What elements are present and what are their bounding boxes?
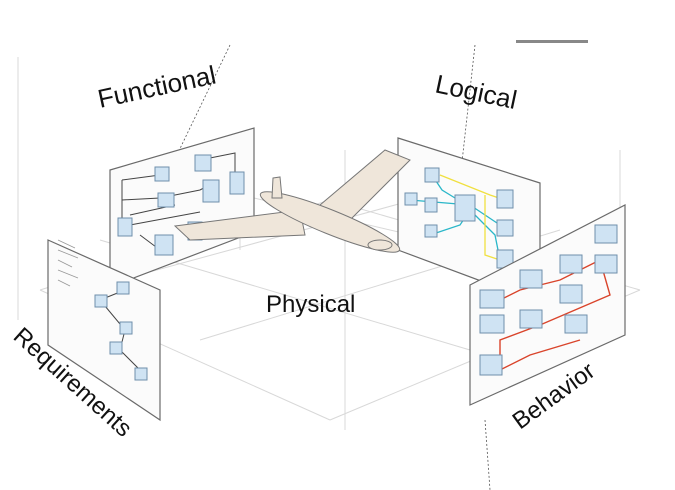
label-functional: Functional — [95, 60, 219, 114]
logical-panel — [397, 137, 541, 304]
leader-line-functional — [159, 44, 231, 191]
label-logical: Logical — [433, 69, 520, 115]
airplane-model — [173, 149, 411, 253]
top-bar-mark — [516, 40, 588, 43]
behavior-panel — [469, 204, 626, 406]
functional-panel — [109, 127, 255, 288]
requirements-panel — [47, 239, 161, 422]
label-physical: Physical — [266, 291, 355, 318]
leader-line-behavior — [484, 419, 491, 490]
